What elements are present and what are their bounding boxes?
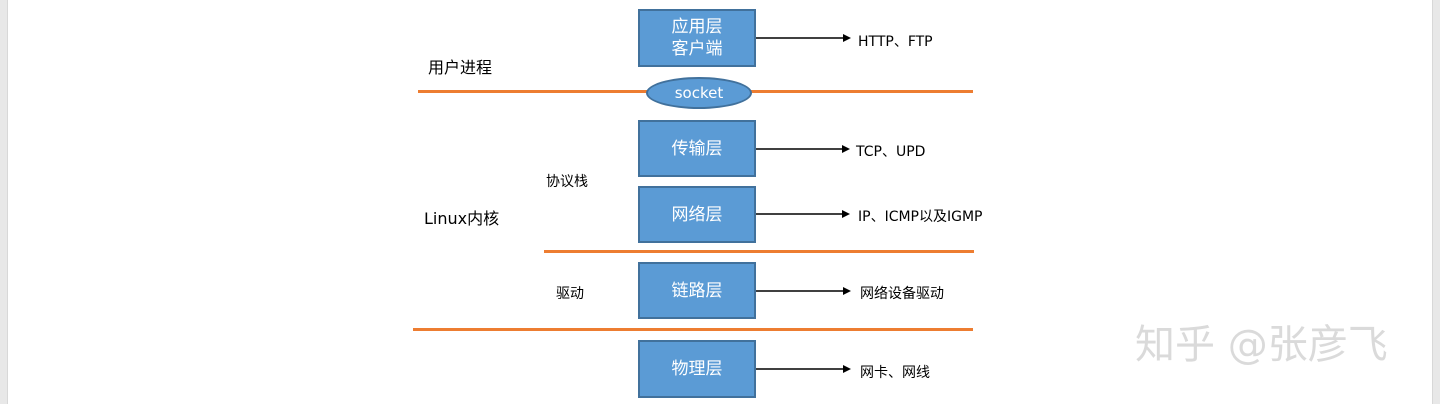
- stack-driver-divider: [544, 250, 974, 253]
- application-layer-label: 应用层 客户端: [671, 17, 723, 59]
- network-annotation: IP、ICMP以及IGMP: [858, 209, 983, 225]
- transport-annotation: TCP、UPD: [856, 144, 926, 160]
- link-layer-label: 链路层: [671, 280, 723, 301]
- right-frame-border: [1432, 0, 1440, 404]
- physical-layer-label: 物理层: [671, 359, 723, 379]
- physical-annotation: 网卡、网线: [860, 365, 930, 381]
- network-arrow: [756, 210, 850, 218]
- link-arrow: [756, 287, 851, 295]
- zhihu-watermark: 知乎 @张彦飞: [1135, 322, 1388, 368]
- driver-label: 驱动: [556, 286, 584, 302]
- application-layer-box: 应用层 客户端: [638, 9, 756, 67]
- physical-layer-box: 物理层: [638, 340, 756, 398]
- network-layer-label: 网络层: [671, 204, 723, 225]
- application-arrow: [756, 34, 851, 42]
- application-annotation: HTTP、FTP: [858, 34, 933, 50]
- user-process-label: 用户进程: [428, 58, 493, 77]
- link-annotation: 网络设备驱动: [860, 286, 944, 302]
- transport-layer-box: 传输层: [638, 120, 756, 177]
- link-layer-box: 链路层: [638, 262, 756, 319]
- transport-arrow: [756, 145, 850, 153]
- socket-ellipse: socket: [646, 77, 752, 109]
- left-frame-border: [0, 0, 8, 404]
- transport-layer-label: 传输层: [671, 138, 723, 159]
- driver-hardware-divider: [413, 328, 973, 331]
- protocol-stack-label: 协议栈: [546, 174, 588, 190]
- network-layer-box: 网络层: [638, 186, 756, 243]
- socket-label: socket: [674, 84, 724, 102]
- physical-arrow: [756, 365, 851, 373]
- linux-kernel-label: Linux内核: [424, 209, 500, 228]
